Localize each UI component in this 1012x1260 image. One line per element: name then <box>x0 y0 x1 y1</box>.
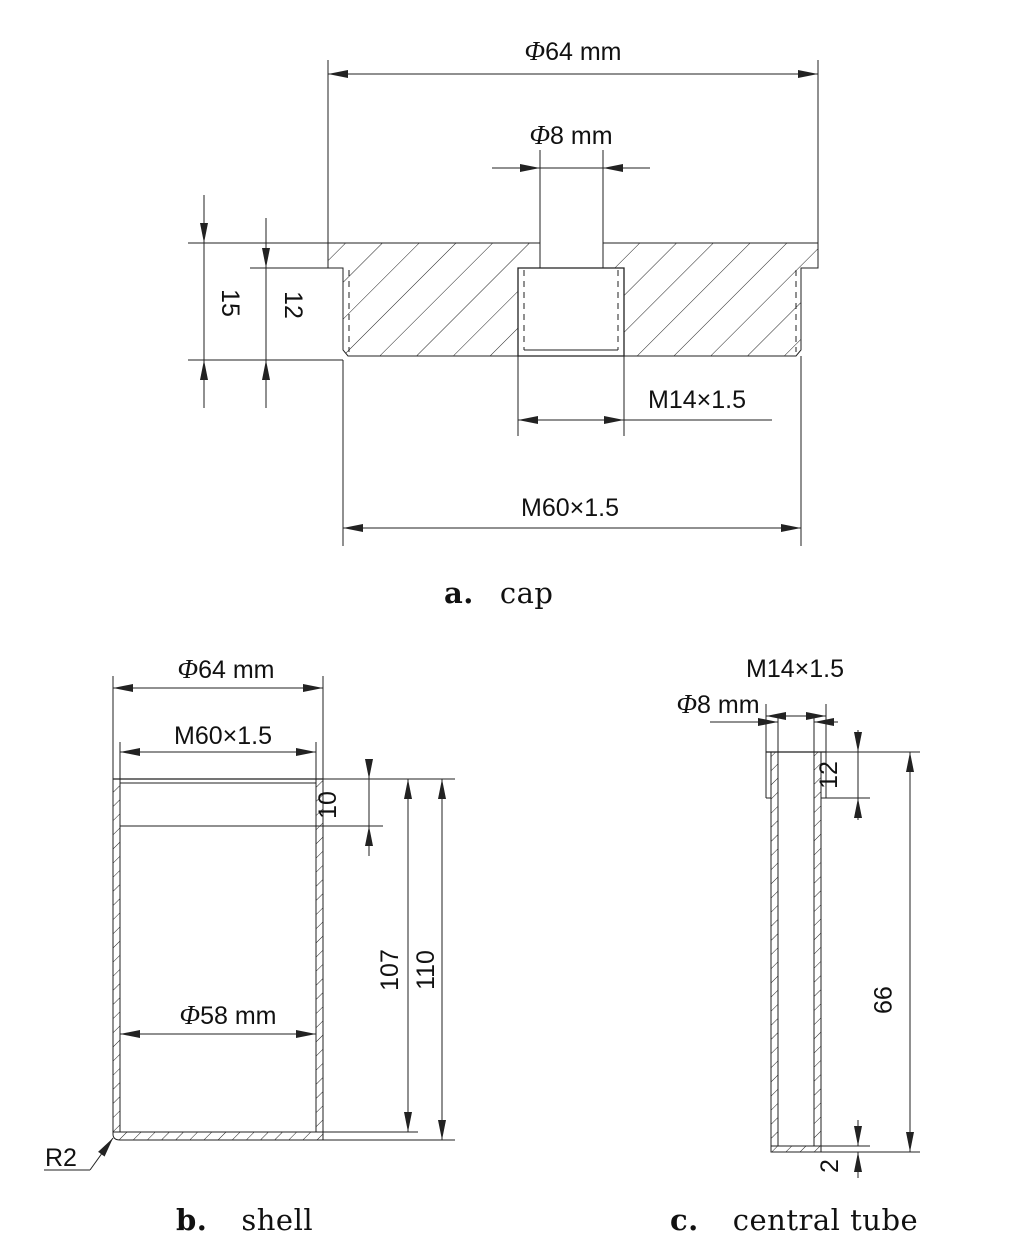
shell-caption: b.shell <box>176 1203 313 1237</box>
tube-thread-length-label: 12 <box>815 761 843 789</box>
cap-section-left <box>327 242 541 357</box>
tube-height-label: 99 <box>868 986 896 1014</box>
shell-outer-diameter-label: Φ64 mm <box>178 654 275 684</box>
shell-thread-label: M60×1.5 <box>174 722 272 750</box>
tube-wall-right <box>813 751 822 1147</box>
cap-caption: a.cap <box>444 576 554 610</box>
shell-inner-height-label: 107 <box>376 949 404 991</box>
shell-bottom <box>112 1131 324 1141</box>
tube-thread-label: M14×1.5 <box>746 655 844 683</box>
cap-section-right <box>602 242 819 357</box>
tube-diameter-label: Φ8 mm <box>676 689 759 719</box>
shell-outer-height-label: 110 <box>412 950 440 990</box>
shell-wall-right <box>315 778 324 1133</box>
shell-wall-left <box>112 778 121 1133</box>
cap-total-height-label: 15 <box>216 289 244 317</box>
cap-hole-diameter-label: Φ8 mm <box>529 120 612 150</box>
tube-wall-left <box>770 751 779 1147</box>
tube-caption: c.central tube <box>670 1203 918 1237</box>
shell-thread-depth-label: 10 <box>314 791 342 819</box>
cap-drawing: Φ64 mm Φ8 mm 15 12 M14×1.5 M60×1.5 <box>188 36 819 546</box>
shell-radius-label: R2 <box>45 1144 77 1172</box>
shell-drawing: Φ64 mm M60×1.5 Φ58 mm 10 107 110 R2 <box>44 654 455 1172</box>
cap-inner-thread-label: M14×1.5 <box>648 386 746 414</box>
cap-thread-height-label: 12 <box>279 291 307 319</box>
tube-bottom-label: 2 <box>816 1159 844 1173</box>
cap-outer-diameter-label: Φ64 mm <box>525 36 622 66</box>
tube-bottom <box>770 1145 822 1153</box>
tube-drawing: M14×1.5 Φ8 mm 12 99 2 <box>676 655 920 1178</box>
cap-bore <box>517 267 625 357</box>
cap-outer-thread-label: M60×1.5 <box>521 494 619 522</box>
shell-inner-diameter-label: Φ58 mm <box>180 1000 277 1030</box>
